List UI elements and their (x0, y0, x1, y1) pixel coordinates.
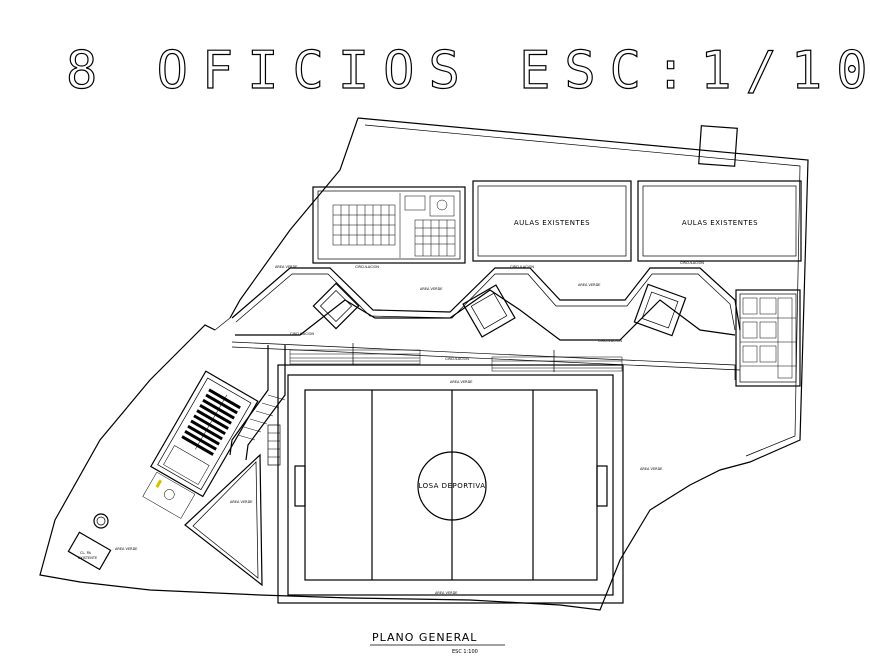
svg-text:AREA VERDE: AREA VERDE (640, 467, 663, 471)
garden-zigzag-edge (231, 267, 741, 331)
left-circle-feature (93, 513, 109, 529)
triangle-garden (184, 453, 263, 587)
planter-squares (312, 282, 687, 338)
svg-text:CL. PA: CL. PA (80, 551, 92, 555)
aulas-existentes-label-1: AULAS EXISTENTES (514, 219, 590, 227)
svg-text:AREA VERDE: AREA VERDE (435, 591, 458, 595)
aulas-existentes-label-2: AULAS EXISTENTES (682, 219, 758, 227)
accent-mark (155, 479, 163, 488)
classroom-block-furnished (312, 186, 466, 264)
site-boundary (39, 117, 809, 611)
svg-text:AREA VERDE: AREA VERDE (275, 265, 298, 269)
drawing-title: 8 OFICIOS ESC:1/100 (66, 41, 870, 101)
small-structure (698, 125, 738, 167)
classroom-block-existing-2: AULAS EXISTENTES (637, 180, 802, 262)
classroom-block-existing-1: AULAS EXISTENTES (472, 180, 632, 262)
lower-left-structure (67, 531, 112, 571)
svg-text:CIRCULACION: CIRCULACION (290, 332, 314, 336)
svg-text:CIRCULACION: CIRCULACION (445, 357, 469, 361)
area-labels: AREA VERDE CIRCULACION CIRCULACION CIRCU… (115, 261, 704, 595)
svg-text:AREA VERDE: AREA VERDE (450, 380, 473, 384)
svg-text:AREA VERDE: AREA VERDE (230, 500, 253, 504)
svg-text:CIRCULACION: CIRCULACION (598, 339, 622, 343)
losa-deportiva-label: LOSA DEPORTIVA (418, 482, 485, 490)
svg-text:CIRCULACION: CIRCULACION (510, 265, 534, 269)
svg-text:AREA VERDE: AREA VERDE (420, 287, 443, 291)
sports-court: LOSA DEPORTIVA (277, 364, 624, 604)
svg-text:CIRCULACION: CIRCULACION (680, 261, 704, 265)
right-building (735, 289, 801, 387)
svg-text:CIRCULACION: CIRCULACION (355, 265, 379, 269)
svg-text:AREA VERDE: AREA VERDE (578, 283, 601, 287)
svg-text:AREA VERDE: AREA VERDE (115, 547, 138, 551)
scale-label: ESC 1:100 (452, 649, 478, 655)
auditorium-building (142, 370, 259, 519)
svg-text:EXISTENTE: EXISTENTE (78, 556, 97, 560)
plano-general-label: PLANO GENERAL (372, 631, 477, 644)
